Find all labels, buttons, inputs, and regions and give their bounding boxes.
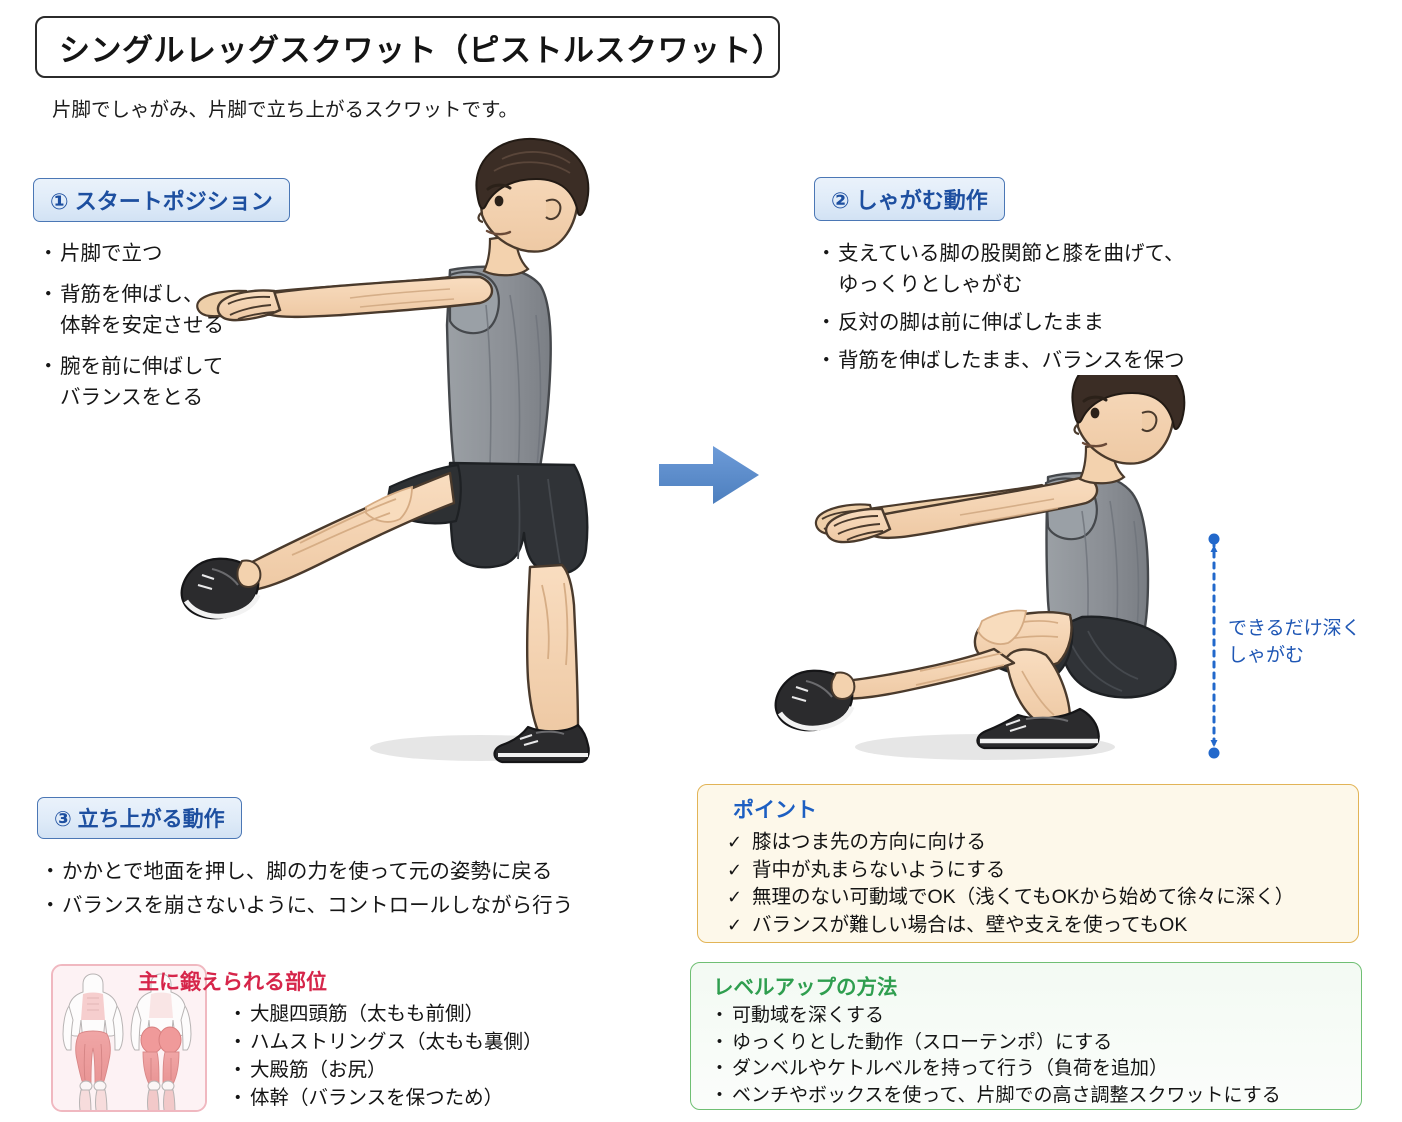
list-item: 大腿四頭筋（太もも前側） bbox=[228, 1000, 543, 1028]
bullet-text: 背筋を伸ばしたまま、バランスを保つ bbox=[838, 349, 1185, 372]
points-box: ポイント 膝はつま先の方向に向ける 背中が丸まらないようにする 無理のない可動域… bbox=[697, 784, 1359, 943]
level-up-box-title: レベルアップの方法 bbox=[713, 976, 898, 999]
list-item: 反対の脚は前に伸ばしたまま bbox=[816, 307, 1185, 338]
muscle-box-title: 主に鍛えられる部位 bbox=[138, 971, 327, 994]
list-item: 大殿筋（お尻） bbox=[228, 1056, 543, 1084]
list-item: ダンベルやケトルベルを持って行う（負荷を追加） bbox=[710, 1056, 1281, 1083]
person-single-leg-stand-illustration bbox=[150, 135, 650, 770]
step-2-bullet-list: 支えている脚の股関節と膝を曲げて、 ゆっくりとしゃがむ 反対の脚は前に伸ばしたま… bbox=[816, 238, 1185, 383]
list-item: 可動域を深くする bbox=[710, 1003, 1281, 1030]
list-item: バランスを崩さないように、コントロールしながら行う bbox=[40, 889, 574, 923]
list-item: 背中が丸まらないようにする bbox=[725, 857, 1294, 885]
page-title: シングルレッグスクワット（ピストルスクワット） bbox=[59, 32, 784, 68]
level-text: 可動域を深くする bbox=[732, 1005, 885, 1026]
list-item: 背筋を伸ばし、 体幹を安定させる bbox=[38, 279, 224, 341]
list-item: 支えている脚の股関節と膝を曲げて、 ゆっくりとしゃがむ bbox=[816, 238, 1185, 300]
bullet-text: 反対の脚は前に伸ばしたまま bbox=[838, 311, 1104, 334]
step-3-bullet-list: かかとで地面を押し、脚の力を使って元の姿勢に戻る バランスを崩さないように、コン… bbox=[40, 855, 574, 923]
list-item: かかとで地面を押し、脚の力を使って元の姿勢に戻る bbox=[40, 855, 573, 889]
point-text: 膝はつま先の方向に向ける bbox=[752, 831, 987, 853]
anatomy-diagram-box bbox=[51, 964, 207, 1112]
step-badge-1: ① スタートポジション bbox=[33, 178, 290, 222]
list-item: 膝はつま先の方向に向ける bbox=[725, 829, 1294, 857]
level-text: ダンベルやケトルベルを持って行う（負荷を追加） bbox=[732, 1058, 1169, 1079]
anatomy-front-back-figures-icon bbox=[53, 966, 205, 1110]
points-box-title: ポイント bbox=[733, 799, 817, 822]
bullet-text: 片脚で立つ bbox=[60, 242, 163, 265]
level-text: ゆっくりとした動作（スローテンポ）にする bbox=[732, 1031, 1113, 1053]
point-text: 背中が丸まらないようにする bbox=[752, 858, 1006, 881]
list-item: バランスが難しい場合は、壁や支えを使ってもOK bbox=[725, 912, 1294, 940]
step-badge-3: ③ 立ち上がる動作 bbox=[37, 797, 242, 839]
bullet-text: 腕を前に伸ばして バランスをとる bbox=[60, 355, 224, 409]
depth-measure-line bbox=[1208, 533, 1220, 759]
bullet-text: バランスを崩さないように、コントロールしながら行う bbox=[62, 894, 574, 917]
list-item: 体幹（バランスを保つため） bbox=[228, 1084, 543, 1112]
page-subtitle: 片脚でしゃがみ、片脚で立ち上がるスクワットです。 bbox=[52, 99, 519, 121]
right-arrow-icon bbox=[655, 440, 765, 515]
level-up-box: レベルアップの方法 可動域を深くする ゆっくりとした動作（スローテンポ）にする … bbox=[690, 962, 1362, 1110]
list-item: ベンチやボックスを使って、片脚での高さ調整スクワットにする bbox=[710, 1083, 1281, 1110]
muscle-text: 大殿筋（お尻） bbox=[250, 1059, 387, 1081]
list-item: 腕を前に伸ばして バランスをとる bbox=[38, 351, 224, 413]
depth-annotation-label: できるだけ深く しゃがむ bbox=[1228, 618, 1361, 666]
page-title-box: シングルレッグスクワット（ピストルスクワット） bbox=[35, 16, 784, 78]
bullet-text: 支えている脚の股関節と膝を曲げて、 ゆっくりとしゃがむ bbox=[838, 242, 1185, 296]
bullet-text: かかとで地面を押し、脚の力を使って元の姿勢に戻る bbox=[62, 860, 553, 883]
muscle-text: 体幹（バランスを保つため） bbox=[250, 1087, 504, 1109]
level-text: ベンチやボックスを使って、片脚での高さ調整スクワットにする bbox=[732, 1084, 1281, 1106]
person-pistol-squat-illustration bbox=[770, 351, 1220, 770]
list-item: 片脚で立つ bbox=[38, 238, 224, 269]
muscle-list: 大腿四頭筋（太もも前側） ハムストリングス（太もも裏側） 大殿筋（お尻） 体幹（… bbox=[228, 1000, 543, 1112]
list-item: ハムストリングス（太もも裏側） bbox=[228, 1028, 543, 1056]
list-item: 背筋を伸ばしたまま、バランスを保つ bbox=[816, 345, 1185, 376]
muscle-text: 大腿四頭筋（太もも前側） bbox=[250, 1003, 485, 1025]
bullet-text: 背筋を伸ばし、 体幹を安定させる bbox=[60, 283, 224, 337]
step-badge-2: ② しゃがむ動作 bbox=[814, 177, 1005, 221]
step-1-bullet-list: 片脚で立つ 背筋を伸ばし、 体幹を安定させる 腕を前に伸ばして バランスをとる bbox=[38, 238, 224, 423]
point-text: バランスが難しい場合は、壁や支えを使ってもOK bbox=[752, 913, 1188, 936]
muscle-text: ハムストリングス（太もも裏側） bbox=[250, 1031, 543, 1053]
list-item: ゆっくりとした動作（スローテンポ）にする bbox=[710, 1030, 1281, 1057]
point-text: 無理のない可動域でOK（浅くてもOKから始めて徐々に深く） bbox=[752, 886, 1295, 908]
points-list: 膝はつま先の方向に向ける 背中が丸まらないようにする 無理のない可動域でOK（浅… bbox=[725, 829, 1294, 939]
level-up-list: 可動域を深くする ゆっくりとした動作（スローテンポ）にする ダンベルやケトルベル… bbox=[710, 1003, 1281, 1109]
list-item: 無理のない可動域でOK（浅くてもOKから始めて徐々に深く） bbox=[725, 884, 1294, 912]
